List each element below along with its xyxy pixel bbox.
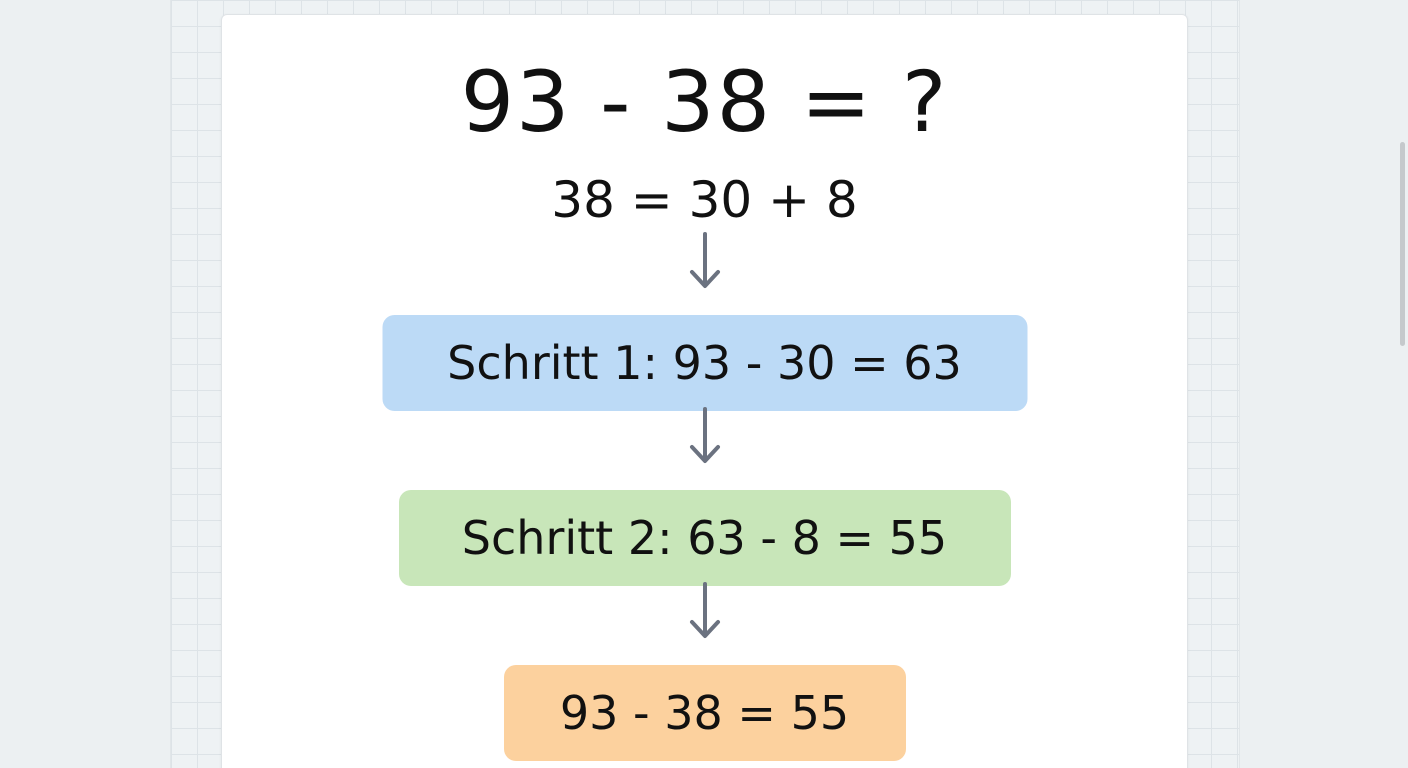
arrow-down-icon: [689, 232, 720, 288]
decomposition-text: 38 = 30 + 8: [551, 171, 858, 229]
step-2-box: Schritt 2: 63 - 8 = 55: [398, 490, 1011, 586]
step-2-text: Schritt 2: 63 - 8 = 55: [461, 511, 948, 565]
vertical-scrollbar[interactable]: [1400, 142, 1405, 346]
result-text: 93 - 38 = 55: [559, 686, 850, 740]
arrow-down-icon: [689, 407, 720, 463]
step-1-box: Schritt 1: 93 - 30 = 63: [382, 315, 1027, 411]
step-1-text: Schritt 1: 93 - 30 = 63: [447, 336, 962, 390]
arrow-down-icon: [689, 582, 720, 638]
worksheet-card: 93 - 38 = ? 38 = 30 + 8 Schritt 1: 93 - …: [221, 14, 1188, 768]
problem-title: 93 - 38 = ?: [460, 53, 949, 151]
result-box: 93 - 38 = 55: [503, 665, 906, 761]
